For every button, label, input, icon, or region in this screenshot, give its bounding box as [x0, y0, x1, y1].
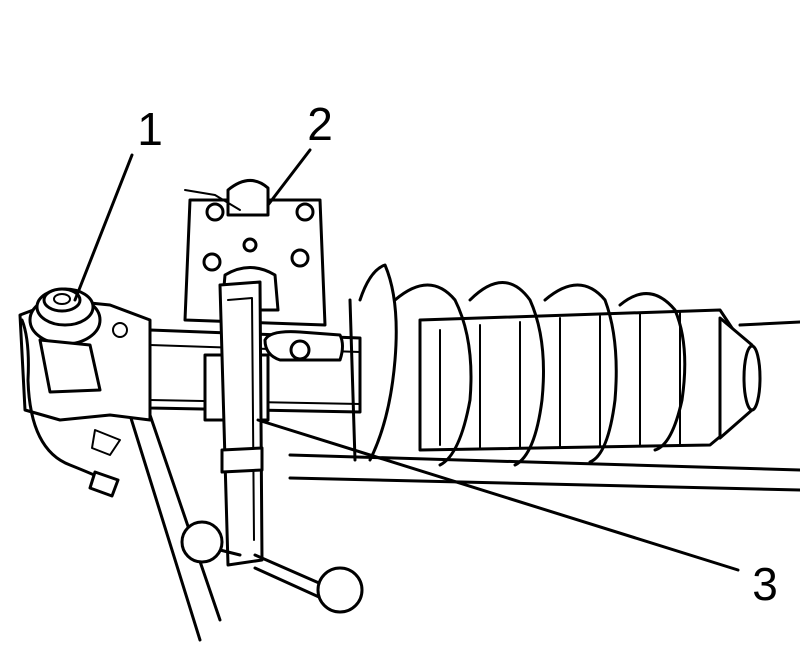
- coil-spring-assembly: [348, 263, 762, 467]
- leader-line-1: [73, 153, 134, 302]
- callout-number-3: 3: [752, 558, 778, 610]
- callout-number-2: 2: [307, 98, 333, 150]
- sensor-wire: [20, 318, 107, 482]
- leader-line-3: [256, 418, 740, 572]
- pinion-valve-body: [28, 287, 102, 394]
- holding-tool: [180, 280, 364, 614]
- wire-connector: [88, 470, 120, 498]
- leader-line-2: [266, 148, 312, 207]
- callout-number-1: 1: [137, 103, 163, 155]
